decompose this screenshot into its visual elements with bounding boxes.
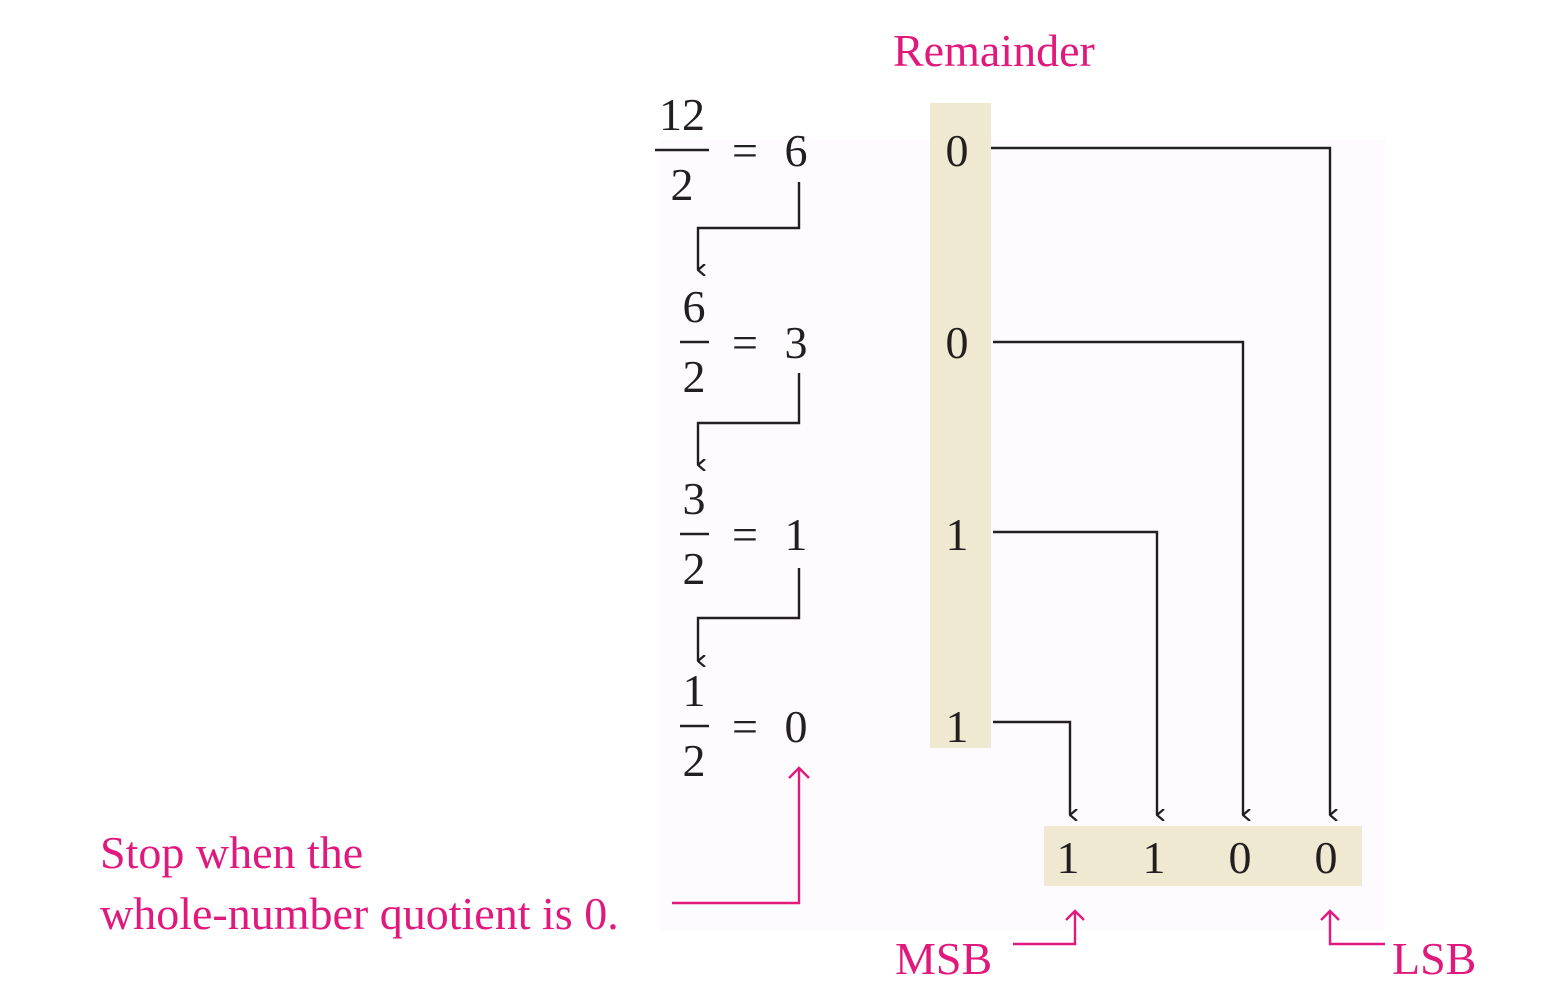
- quotient: 6: [785, 125, 808, 176]
- msb-pointer: [1013, 909, 1085, 946]
- result-bit: 1: [1143, 832, 1166, 883]
- result-bit: 0: [1315, 832, 1338, 883]
- denominator: 2: [683, 735, 706, 786]
- division-step: 12 2 = 6 0: [655, 89, 969, 210]
- numerator: 3: [683, 473, 706, 524]
- quotient-carry-arrow: [696, 182, 801, 270]
- equals-sign: =: [732, 701, 758, 752]
- quotient-carry-arrow: [696, 373, 801, 465]
- result-highlight: [1044, 826, 1362, 886]
- stop-note-line-2: whole-number quotient is 0.: [100, 888, 619, 939]
- quotient: 1: [785, 509, 808, 560]
- division-step: 3 2 = 1 1: [680, 473, 969, 594]
- denominator: 2: [683, 543, 706, 594]
- quotient: 0: [785, 701, 808, 752]
- numerator: 6: [683, 281, 706, 332]
- lsb-label: LSB: [1392, 933, 1476, 984]
- remainder-to-bit-arrow: [993, 530, 1157, 815]
- quotient: 3: [785, 317, 808, 368]
- result-bit: 1: [1057, 832, 1080, 883]
- division-step: 6 2 = 3 0: [680, 281, 969, 402]
- remainder-value: 1: [946, 509, 969, 560]
- remainder-column-highlight: [930, 103, 991, 748]
- numerator: 1: [683, 665, 706, 716]
- remainder-to-bit-arrow: [993, 720, 1070, 815]
- quotient-carry-arrow: [696, 568, 801, 661]
- denominator: 2: [683, 351, 706, 402]
- remainder-value: 0: [946, 125, 969, 176]
- stop-note-line-1: Stop when the: [100, 827, 363, 878]
- stop-note-pointer: [672, 766, 810, 905]
- remainder-heading: Remainder: [893, 25, 1095, 76]
- diagram-panel: [660, 140, 1385, 930]
- remainder-to-bit-arrow: [993, 340, 1243, 815]
- msb-label: MSB: [895, 933, 992, 984]
- remainder-value: 0: [946, 317, 969, 368]
- denominator: 2: [671, 159, 694, 210]
- numerator: 12: [659, 89, 705, 140]
- division-step: 1 2 = 0 1: [680, 665, 969, 786]
- remainder-value: 1: [946, 701, 969, 752]
- lsb-pointer: [1320, 909, 1385, 946]
- equals-sign: =: [732, 125, 758, 176]
- remainder-to-bit-arrow: [991, 146, 1330, 815]
- equals-sign: =: [732, 509, 758, 560]
- equals-sign: =: [732, 317, 758, 368]
- result-bit: 0: [1229, 832, 1252, 883]
